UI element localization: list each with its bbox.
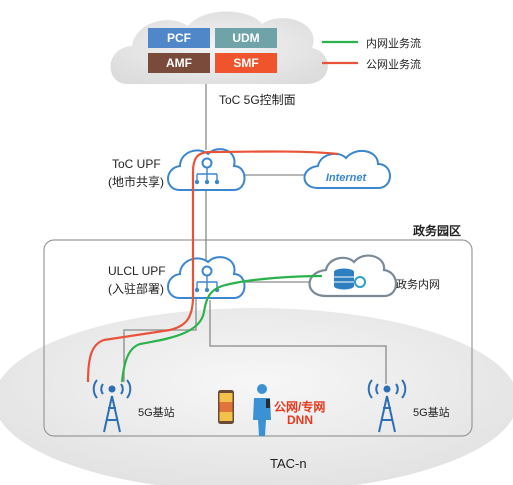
ulcl-upf-subtitle: (入驻部署) xyxy=(108,282,164,296)
dnn-title: 公网/专网 xyxy=(274,400,326,414)
gov-intranet-label: 政务内网 xyxy=(396,279,440,291)
internet-label: Internet xyxy=(326,172,368,184)
base-station-left-label: 5G基站 xyxy=(138,407,175,419)
smartphone-icon xyxy=(218,390,234,424)
toc-upf-cloud xyxy=(167,148,246,191)
database-icon xyxy=(334,268,366,290)
legend-public-label: 公网业务流 xyxy=(366,59,421,71)
gray-links xyxy=(123,84,387,384)
toc-upf-subtitle: (地市共享) xyxy=(108,175,164,189)
legend-intranet-label: 内网业务流 xyxy=(366,38,421,50)
control-plane-caption: ToC 5G控制面 xyxy=(219,93,296,107)
pcf-box: PCF xyxy=(148,28,210,48)
campus-boundary xyxy=(43,239,473,437)
intranet-flow-line xyxy=(120,274,323,383)
ulcl-upf-cloud xyxy=(167,256,246,299)
tac-label: TAC-n xyxy=(270,456,307,471)
toc-upf-title: ToC UPF xyxy=(112,157,161,171)
internet-cloud xyxy=(303,149,391,189)
ulcl-upf-title: ULCL UPF xyxy=(108,264,166,278)
public-flow-line xyxy=(86,150,339,383)
base-station-right-label: 5G基站 xyxy=(413,407,450,419)
campus-title: 政务园区 xyxy=(413,224,462,238)
tac-area xyxy=(0,308,513,485)
amf-box: AMF xyxy=(148,53,210,73)
udm-box: UDM xyxy=(215,28,277,48)
user-icon xyxy=(253,384,271,436)
smf-box: SMF xyxy=(215,53,277,73)
base-station-right-icon xyxy=(367,379,407,433)
base-station-left-icon xyxy=(92,379,132,433)
dnn-subtitle: DNN xyxy=(287,413,313,427)
